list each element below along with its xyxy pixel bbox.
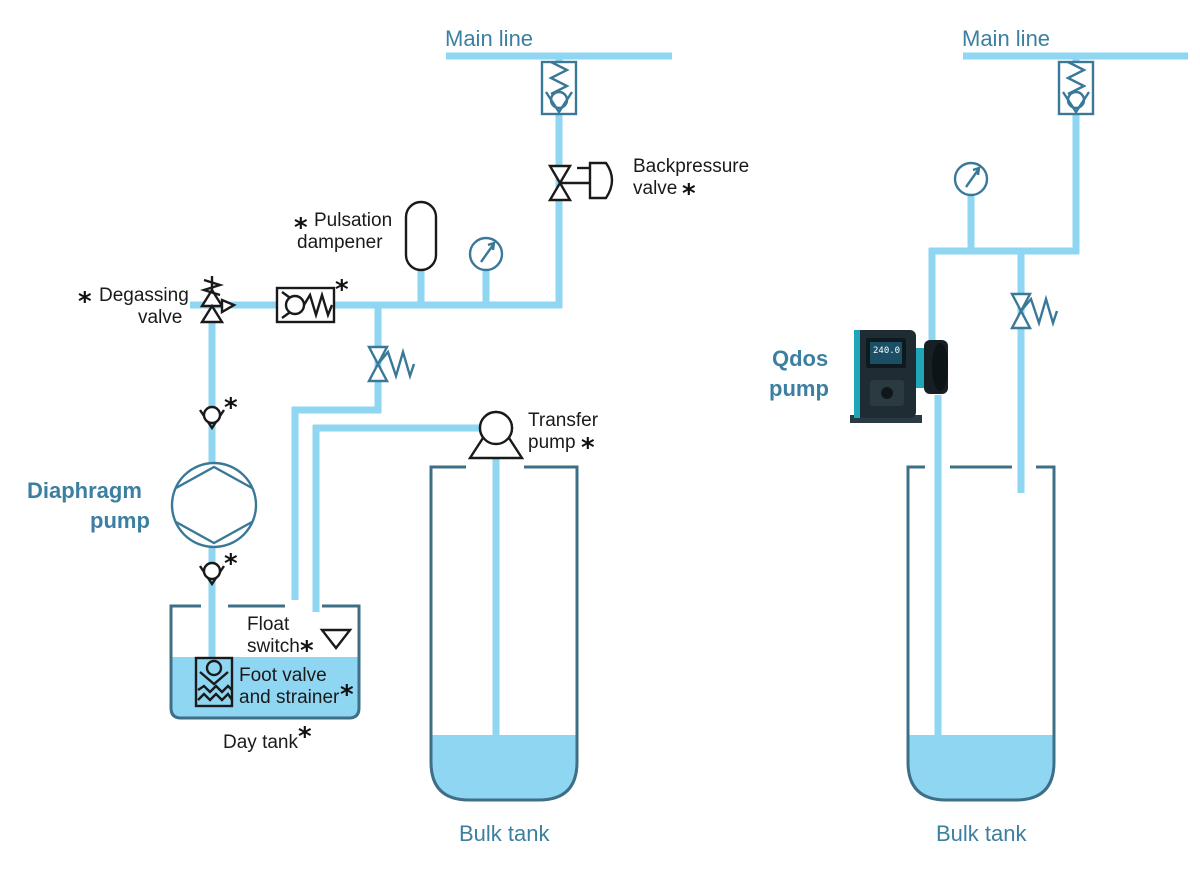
diaphragm-pump-icon — [170, 461, 258, 549]
bulk-tank-left — [429, 465, 579, 802]
left-bulk-tank-label: Bulk tank — [459, 821, 550, 846]
backpressure-label-line1: Backpressure — [633, 156, 749, 177]
bulk-tank-right-liquid — [908, 735, 1054, 800]
pulsation-label-line2: dampener — [297, 232, 383, 253]
discharge-check-star: * — [224, 393, 238, 423]
backpressure-valve-icon — [547, 161, 614, 202]
transfer-pump-label-line1: Transfer — [528, 410, 599, 431]
degassing-label-line1: Degassing — [99, 285, 189, 306]
inline-check-star: * — [335, 275, 349, 305]
qdos-pump-illustration: 240.0 — [850, 330, 948, 423]
left-main-line-label: Main line — [445, 26, 533, 51]
diaphragm-pump-label-line2: pump — [90, 508, 150, 533]
pump-display — [870, 342, 902, 364]
degassing-valve-icon — [199, 276, 237, 324]
foot-valve-label-line2: and strainer — [239, 687, 340, 708]
relief-valve-icon — [367, 345, 416, 383]
transfer-pump-icon — [467, 410, 525, 460]
right-bulk-tank-label: Bulk tank — [936, 821, 1027, 846]
diaphragm-pump-label-line1: Diaphragm — [27, 478, 142, 503]
degassing-label-line2: valve — [138, 307, 182, 328]
discharge-check-valve-icon — [199, 405, 225, 431]
foot-valve-strainer-icon — [194, 656, 234, 708]
pressure-gauge-icon — [468, 236, 504, 272]
float-switch-icon — [319, 628, 353, 650]
float-switch-label-line1: Float — [247, 614, 290, 635]
foot-valve-label-line1: Foot valve — [239, 665, 327, 686]
day-tank-star: * — [298, 722, 312, 752]
backpressure-label-line2: valve — [633, 178, 677, 199]
float-switch-label-line2: switch — [247, 636, 300, 657]
right-main-line-check-valve-icon — [1057, 60, 1095, 116]
foot-valve-star: * — [340, 680, 354, 710]
pulsation-dampener-icon — [404, 200, 438, 272]
day-tank — [169, 604, 361, 720]
transfer-pump-star: * — [581, 433, 595, 463]
right-pipes — [928, 52, 1188, 735]
float-switch-star: * — [300, 636, 314, 666]
pulsation-star: * — [294, 213, 308, 243]
transfer-pump-label-line2: pump — [528, 432, 576, 453]
main-line-check-valve-icon — [540, 60, 578, 116]
right-pressure-gauge-icon — [953, 161, 989, 197]
right-main-line-label: Main line — [962, 26, 1050, 51]
qdos-pump-label-line1: Qdos — [772, 346, 828, 371]
day-tank-label: Day tank — [223, 732, 298, 753]
bulk-tank-right — [906, 465, 1056, 802]
suction-check-star: * — [224, 549, 238, 579]
right-relief-valve-icon — [1010, 292, 1059, 330]
qdos-pump-label-line2: pump — [769, 376, 829, 401]
degassing-star: * — [78, 287, 92, 317]
pulsation-label-line1: Pulsation — [314, 210, 392, 231]
backpressure-star: * — [682, 179, 696, 209]
bulk-tank-left-liquid — [431, 735, 577, 800]
suction-check-valve-icon — [199, 561, 225, 587]
inline-check-valve-icon — [275, 286, 336, 324]
svg-text:240.0: 240.0 — [873, 346, 900, 356]
